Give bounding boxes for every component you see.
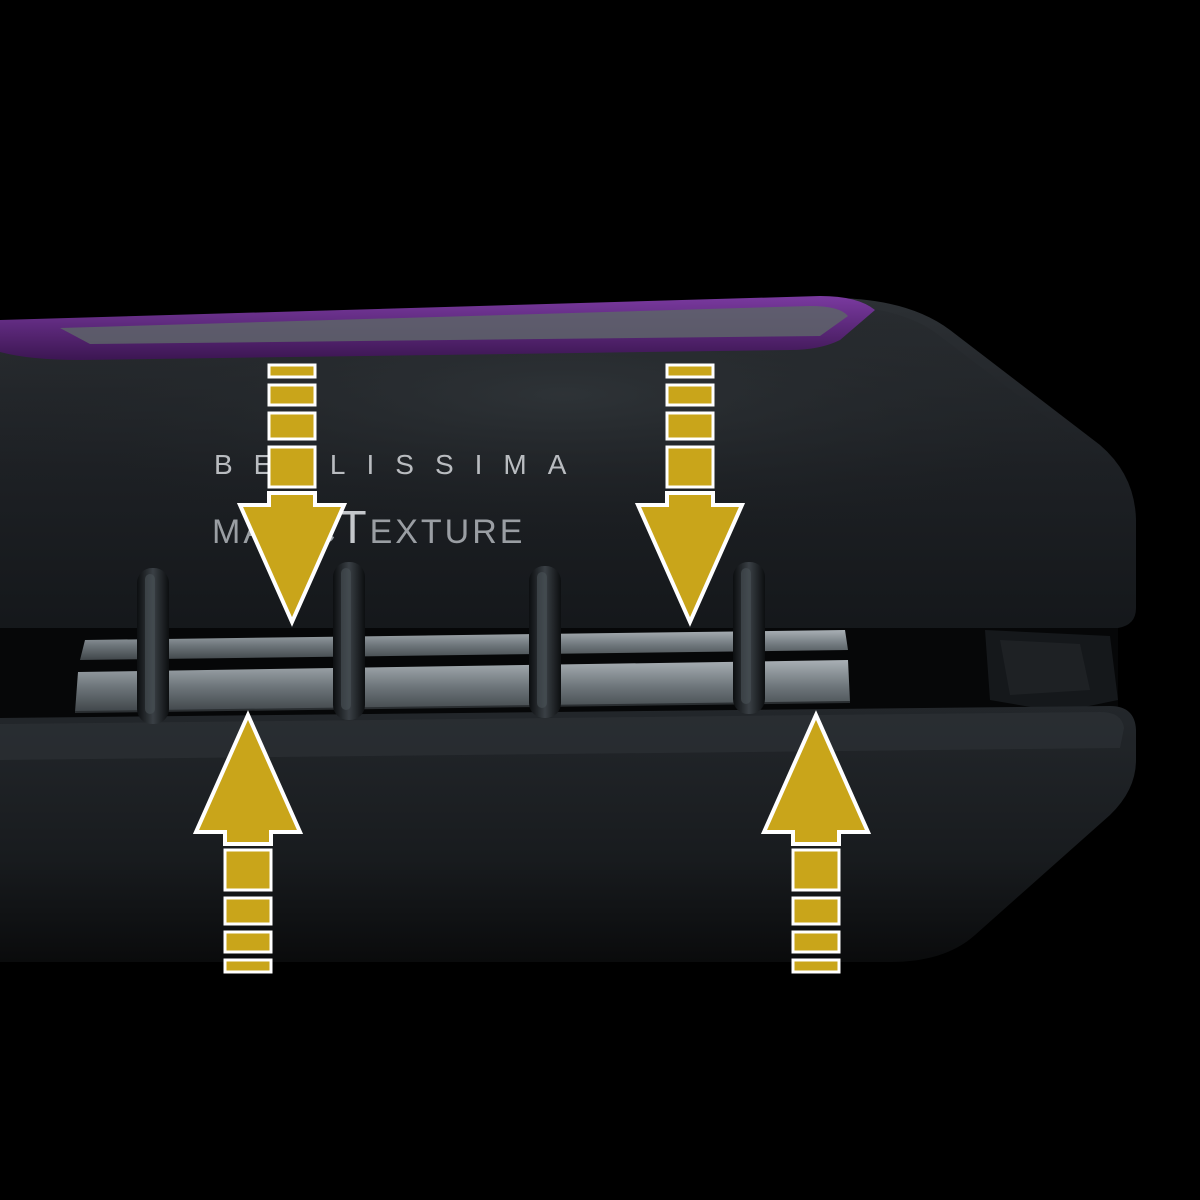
- model-name-part-c: EXTURE: [369, 513, 526, 551]
- arrow-icon: [760, 710, 872, 974]
- hair-guide-clip: [333, 562, 365, 720]
- hair-guide-clip: [137, 568, 169, 724]
- hair-guide-clip: [733, 562, 765, 714]
- arrow-icon: [236, 363, 348, 627]
- hair-guide-clips: [137, 562, 765, 724]
- styler-lower-body: [0, 706, 1136, 962]
- heat-plates: [74, 630, 851, 713]
- arrow-icon: [634, 363, 746, 627]
- arrow-icon: [192, 710, 304, 974]
- hair-guide-clip: [529, 566, 561, 718]
